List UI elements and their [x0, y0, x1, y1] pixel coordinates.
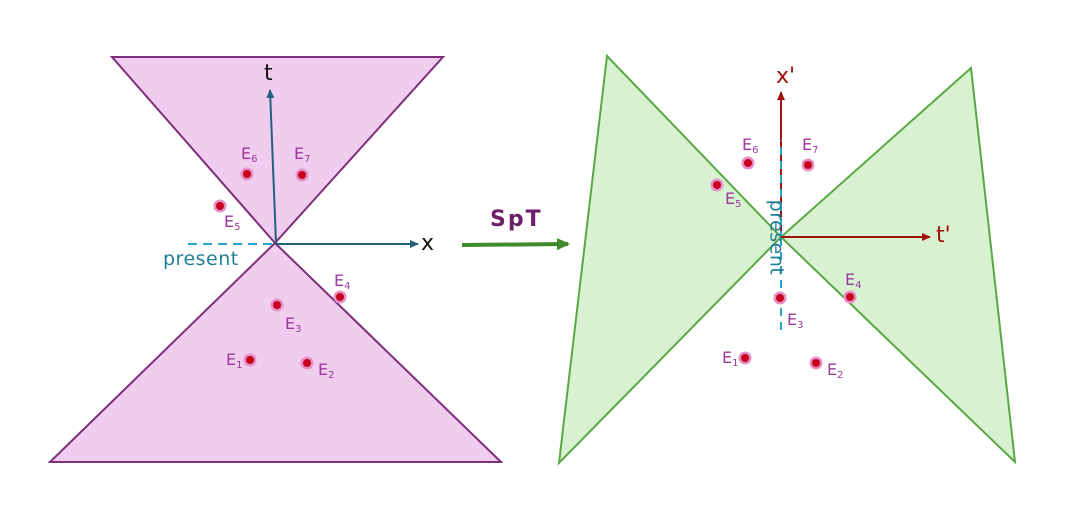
event-dot-e7	[804, 161, 812, 169]
event-label-e1: E1	[226, 350, 243, 371]
event-dot-e1	[741, 354, 749, 362]
event-points	[213, 167, 347, 370]
event-label-e3: E3	[285, 314, 302, 335]
event-dot-e4	[336, 293, 344, 301]
left-wedge-region	[557, 53, 783, 466]
event-dot-e4	[846, 293, 854, 301]
event-label-e6: E6	[241, 144, 258, 165]
event-label-e6: E6	[742, 135, 759, 156]
t-axis	[266, 89, 277, 244]
event-dot-e3	[776, 294, 784, 302]
event-dot-e3	[273, 301, 281, 309]
x-prime-axis-label: x'	[776, 64, 796, 89]
event-label-e5: E5	[725, 189, 742, 210]
event-dot-e5	[216, 202, 224, 210]
past-light-cone	[47, 241, 504, 463]
event-label-e7: E7	[802, 135, 819, 156]
event-label-e4: E4	[334, 271, 351, 292]
t-axis-label: t	[264, 61, 273, 86]
event-dot-e6	[243, 170, 251, 178]
transform-label: SpT	[490, 207, 543, 232]
x-axis-label: x	[421, 231, 435, 256]
t-prime-axis-label: t'	[936, 223, 951, 248]
event-dot-e6	[744, 159, 752, 167]
event-dot-e2	[812, 359, 820, 367]
event-label-e5: E5	[224, 212, 241, 233]
event-dot-e2	[303, 359, 311, 367]
present-label-rotated: present	[765, 199, 788, 276]
event-label-e7: E7	[294, 144, 311, 165]
present-label: present	[163, 248, 239, 270]
event-dot-e5	[713, 181, 721, 189]
future-light-cone	[109, 56, 446, 245]
right-wedge-region	[779, 65, 1017, 465]
event-dot-e1	[246, 356, 254, 364]
event-label-e2: E2	[827, 360, 844, 381]
event-points	[710, 156, 857, 370]
transform-arrow	[461, 238, 570, 251]
transformed-frame-panel	[557, 53, 1017, 466]
event-label-e1: E1	[722, 348, 739, 369]
event-label-e3: E3	[787, 310, 804, 331]
event-dot-e7	[298, 171, 306, 179]
original-frame-panel	[47, 56, 504, 463]
event-label-e4: E4	[845, 270, 862, 291]
event-label-e2: E2	[318, 360, 335, 381]
